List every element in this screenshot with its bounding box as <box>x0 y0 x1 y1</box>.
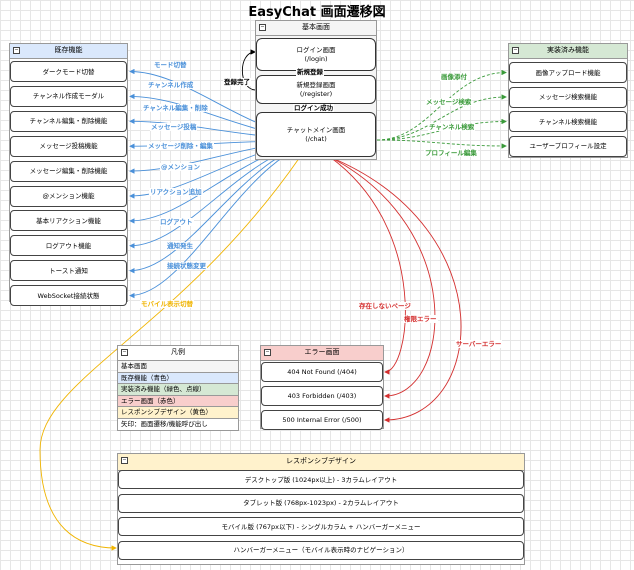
responsive-item[interactable]: デスクトップ版 (1024px以上) - 3カラムレイアウト <box>118 470 524 489</box>
implemented-feature-edge <box>376 94 507 141</box>
existing-edge-label: 接続状態変更 <box>166 262 207 270</box>
existing-feature-item[interactable]: 基本リアクション機能 <box>10 210 127 232</box>
error-edge-label: サーバーエラー <box>455 340 503 348</box>
login-screen[interactable]: ログイン画面 (/login) <box>256 38 376 71</box>
existing-edge-label: チャンネル編集・削除 <box>142 104 209 112</box>
existing-feature-item[interactable]: トースト通知 <box>10 260 127 282</box>
implemented-feature-edge <box>376 118 507 141</box>
existing-edge-label: メッセージ投稿 <box>150 123 198 131</box>
existing-edge-label: チャンネル作成 <box>147 81 195 89</box>
responsive-item[interactable]: ハンバーガーメニュー（モバイル表示時のナビゲーション） <box>118 540 524 560</box>
implemented-edge-label: 画像添付 <box>440 73 468 81</box>
existing-feature-item[interactable]: メッセージ編集・削除機能 <box>10 160 127 182</box>
collapse-icon[interactable]: − <box>13 47 20 54</box>
error-edge-label: 存在しないページ <box>358 302 412 310</box>
edge-label-login-success: ログイン成功 <box>293 104 334 112</box>
existing-feature-item[interactable]: チャンネル編集・削除機能 <box>10 110 127 132</box>
existing-feature-item[interactable]: WebSocket接続状態 <box>10 285 127 307</box>
diagram-title: EasyChat 画面遷移図 <box>248 5 386 20</box>
legend-row-basic: 基本画面 <box>118 361 238 373</box>
existing-feature-item[interactable]: メッセージ投稿機能 <box>10 135 127 157</box>
responsive-edge <box>39 156 301 551</box>
register-screen[interactable]: 新規登録画面 (/register) <box>256 75 376 104</box>
error-screen-edge <box>329 156 406 375</box>
existing-edge-label: モード切替 <box>153 61 188 69</box>
implemented-features-header: − 実装済み機能 <box>509 44 627 59</box>
legend-row-arrow: 矢印：画面遷移/機能呼び出し <box>118 418 238 430</box>
login-screen-path: (/login) <box>304 54 328 63</box>
collapse-icon[interactable]: − <box>512 47 519 54</box>
register-screen-name: 新規登録画面 <box>296 80 336 89</box>
existing-edge-label: @メンション <box>160 163 201 171</box>
existing-features-title: 既存機能 <box>54 46 83 54</box>
responsive-header: − レスポンシブデザイン <box>118 454 524 471</box>
implemented-features-title: 実装済み機能 <box>547 46 589 54</box>
error-screen-item[interactable]: 404 Not Found (/404) <box>261 362 383 382</box>
implemented-edge-label: チャンネル検索 <box>428 123 476 131</box>
collapse-icon[interactable]: − <box>264 349 271 356</box>
collapse-icon[interactable]: − <box>121 457 128 464</box>
edge-label-register-done: 登録完了 <box>223 78 251 86</box>
legend-row-implemented: 実装済み機能（緑色、点線） <box>118 384 238 396</box>
existing-features-header: − 既存機能 <box>10 44 127 59</box>
implemented-edge-label: メッセージ検索 <box>425 98 473 106</box>
error-edge-label: 権限エラー <box>403 315 438 323</box>
implemented-feature-item[interactable]: 画像アップロード機能 <box>509 62 627 83</box>
legend: − 凡例 基本画面 既存機能（青色） 実装済み機能（緑色、点線） エラー画面（赤色… <box>117 345 239 431</box>
collapse-icon[interactable]: − <box>259 24 266 31</box>
existing-feature-item[interactable]: チャンネル作成モーダル <box>10 85 127 107</box>
implemented-feature-item[interactable]: ユーザープロフィール設定 <box>509 135 627 157</box>
error-screen-item[interactable]: 500 Internal Error (/500) <box>261 410 383 430</box>
implemented-feature-edge <box>376 139 507 149</box>
existing-edge-label: 通知発生 <box>166 242 194 250</box>
responsive-item[interactable]: モバイル版 (767px以下) - シングルカラム + ハンバーガーメニュー <box>118 517 524 536</box>
error-screen-item[interactable]: 403 Forbidden (/403) <box>261 386 383 406</box>
legend-title: 凡例 <box>171 348 185 356</box>
register-done-edge <box>242 49 257 91</box>
implemented-feature-item[interactable]: チャンネル検索機能 <box>509 111 627 132</box>
legend-row-error: エラー画面（赤色） <box>118 395 238 407</box>
implemented-edge-label: プロフィール編集 <box>424 149 478 157</box>
error-screens-title: エラー画面 <box>304 348 340 356</box>
existing-feature-item[interactable]: ダークモード切替 <box>10 61 127 82</box>
existing-edge-label: ログアウト <box>159 218 194 226</box>
error-screen-edge <box>329 156 462 423</box>
collapse-icon[interactable]: − <box>121 349 128 356</box>
error-screens-header: − エラー画面 <box>261 346 383 361</box>
implemented-feature-item[interactable]: メッセージ検索機能 <box>509 86 627 108</box>
edge-label-register: 新規登録 <box>296 68 324 76</box>
chat-screen-name: チャットメイン画面 <box>286 125 346 134</box>
legend-row-existing: 既存機能（青色） <box>118 372 238 384</box>
login-screen-name: ログイン画面 <box>296 45 336 54</box>
chat-screen[interactable]: チャットメイン画面 (/chat) <box>256 112 376 157</box>
existing-edge-label: メッセージ削除・編集 <box>147 142 214 150</box>
legend-row-responsive: レスポンシブデザイン（黄色） <box>118 407 238 419</box>
chat-screen-path: (/chat) <box>305 134 327 143</box>
register-screen-path: (/register) <box>299 89 333 98</box>
implemented-feature-edge <box>376 69 507 141</box>
responsive-title: レスポンシブデザイン <box>286 457 356 465</box>
existing-edge-label: リアクション追加 <box>149 188 203 196</box>
legend-header: − 凡例 <box>118 346 238 361</box>
existing-feature-item[interactable]: ログアウト機能 <box>10 235 127 257</box>
responsive-edge-label: モバイル表示切替 <box>140 300 194 308</box>
existing-feature-item[interactable]: @メンション機能 <box>10 185 127 207</box>
main-screens-title: 基本画面 <box>302 23 330 31</box>
responsive-item[interactable]: タブレット版 (768px-1023px) - 2カラムレイアウト <box>118 493 524 513</box>
main-screens-header: − 基本画面 <box>256 21 376 36</box>
